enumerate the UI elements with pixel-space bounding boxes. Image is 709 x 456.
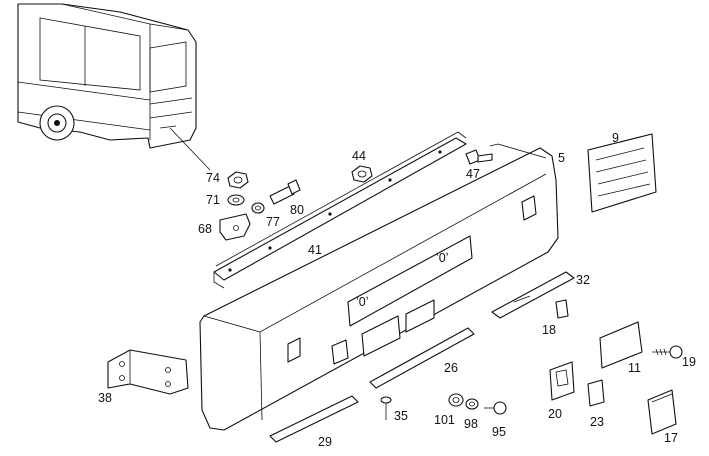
callout-17: 17: [664, 431, 678, 445]
callout-20: 20: [548, 407, 562, 421]
bolt-80-icon: [269, 179, 301, 205]
callout-9: 9: [612, 131, 619, 145]
nut-101-icon: [448, 393, 464, 407]
strip-29: [269, 395, 359, 443]
bumper-5: ʼ0ʼ ʼ0ʼ: [199, 143, 559, 431]
screw-19-icon: [652, 345, 683, 359]
cover-17: [647, 389, 677, 435]
callout-18: 18: [542, 323, 556, 337]
nut-44-icon: [351, 165, 373, 183]
pad-23: [587, 379, 605, 407]
cover-11: [599, 321, 643, 369]
callout-95: 95: [492, 425, 506, 439]
callout-68: 68: [198, 222, 212, 236]
bracket-38: [107, 349, 189, 395]
strip-32: [491, 271, 575, 319]
callout-5: 5: [558, 151, 565, 165]
strip-26: [369, 327, 475, 389]
cap-20: [549, 361, 575, 401]
callout-71: 71: [206, 193, 220, 207]
callout-26: 26: [444, 361, 458, 375]
callout-101: 101: [434, 413, 455, 427]
callout-47: 47: [466, 167, 480, 181]
callout-35: 35: [394, 409, 408, 423]
washer-98-icon: [465, 398, 479, 410]
callout-44: 44: [352, 149, 366, 163]
clip-18-icon: [555, 299, 569, 319]
bolt-47-icon: [465, 149, 493, 165]
callout-41: 41: [308, 243, 322, 257]
mounting-rail-41: [213, 131, 467, 289]
callout-32: 32: [576, 273, 590, 287]
nut-74-icon: [227, 171, 249, 189]
callout-98: 98: [464, 417, 478, 431]
grille-9: [587, 133, 657, 213]
bracket-68-icon: [219, 213, 251, 241]
svg-text:ʼ0ʼ: ʼ0ʼ: [356, 295, 369, 309]
callout-19: 19: [682, 355, 696, 369]
callout-23: 23: [590, 415, 604, 429]
bolt-95-icon: [484, 401, 507, 415]
washer-77-icon: [251, 202, 265, 214]
callout-77: 77: [266, 215, 280, 229]
callout-labels: 74 71 77 80 68 44 47 41 5 9 32 18 38 26 …: [98, 131, 696, 449]
callout-38: 38: [98, 391, 112, 405]
bus-rear-illustration: [17, 3, 211, 171]
svg-text:ʼ0ʼ: ʼ0ʼ: [436, 251, 449, 265]
callout-11: 11: [628, 361, 641, 375]
pin-35-icon: [380, 396, 392, 420]
callout-80: 80: [290, 203, 304, 217]
washer-71-icon: [227, 194, 245, 206]
callout-29: 29: [318, 435, 332, 449]
callout-74: 74: [206, 171, 220, 185]
